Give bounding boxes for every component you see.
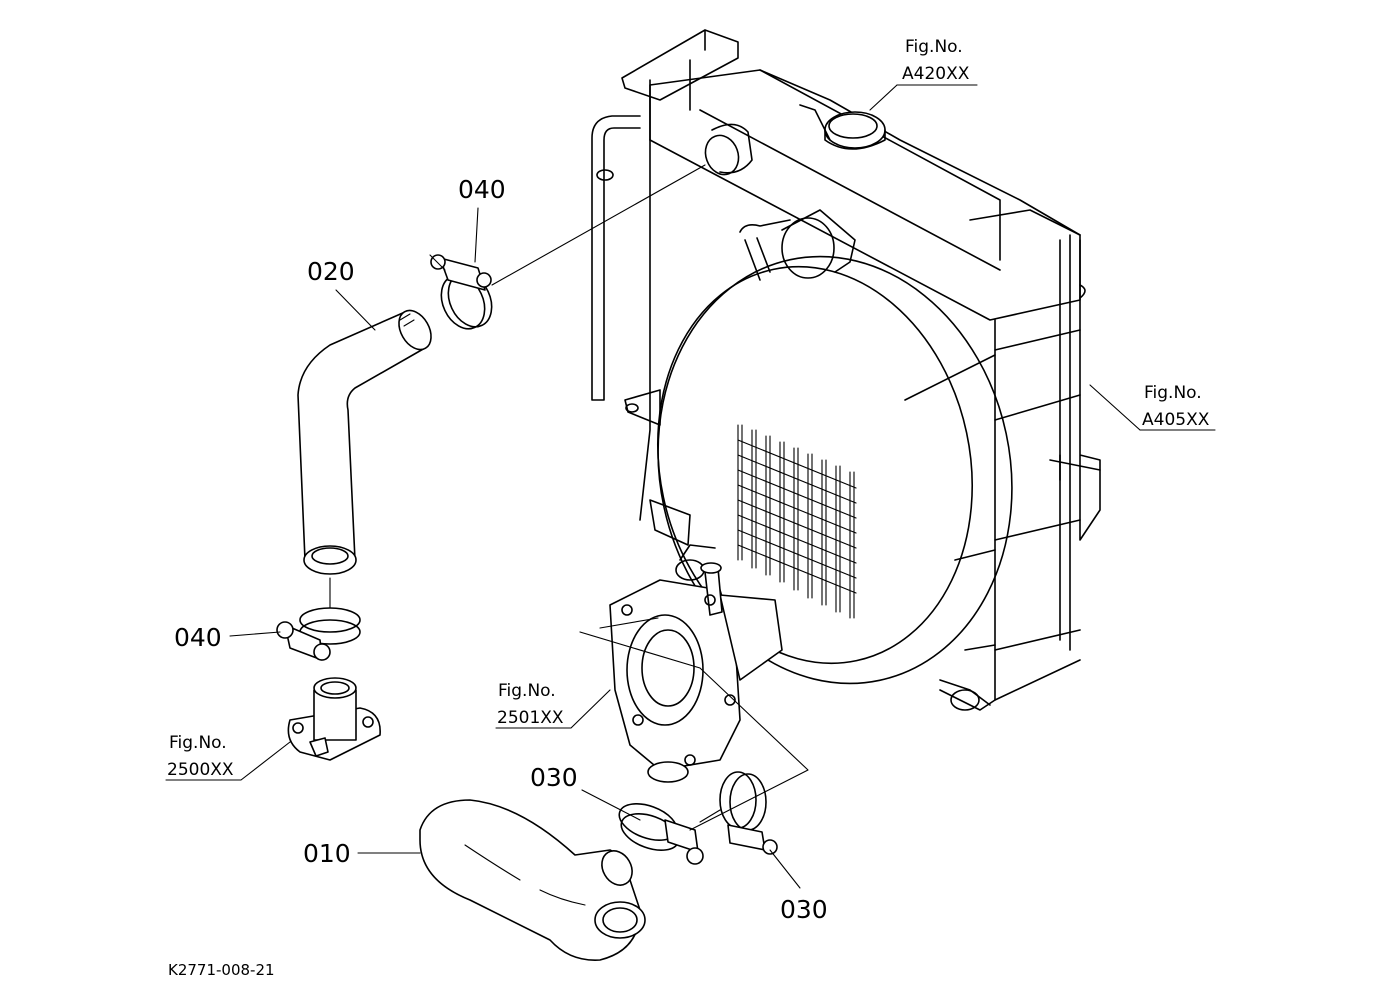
part-label-030-bottom: 030 [780,895,828,924]
assembly-lines [329,164,809,831]
hose-clamp-030-rear [719,771,778,855]
part-label-040-left: 040 [174,623,222,652]
fig-a420-line2: A420XX [902,64,970,84]
drawing-code: K2771-008-21 [168,961,275,979]
thermostat-housing [287,677,381,761]
fig-a420-line1: Fig.No. [905,37,963,57]
radiator-core-grille [737,424,857,619]
fig-2500-line2: 2500XX [167,760,234,780]
fig-2501-line1: Fig.No. [498,681,556,701]
upper-radiator-hose [297,309,432,575]
part-label-040-top: 040 [458,175,506,204]
part-label-010: 010 [303,839,351,868]
hose-clamp-040-top [429,254,493,330]
fig-a405-line1: Fig.No. [1144,383,1202,403]
hose-clamp-030-front [618,802,704,865]
radiator-assembly [591,29,1101,711]
part-label-020: 020 [307,257,355,286]
part-label-030-top: 030 [530,763,578,792]
fig-a405-line2: A405XX [1142,410,1210,430]
water-pump-housing [609,562,783,783]
hose-clamp-040-left [276,607,361,661]
fig-2501-line2: 2501XX [497,708,564,728]
lower-radiator-hose [419,799,646,961]
fig-2500-line1: Fig.No. [169,733,227,753]
leader-lines [165,84,1216,889]
